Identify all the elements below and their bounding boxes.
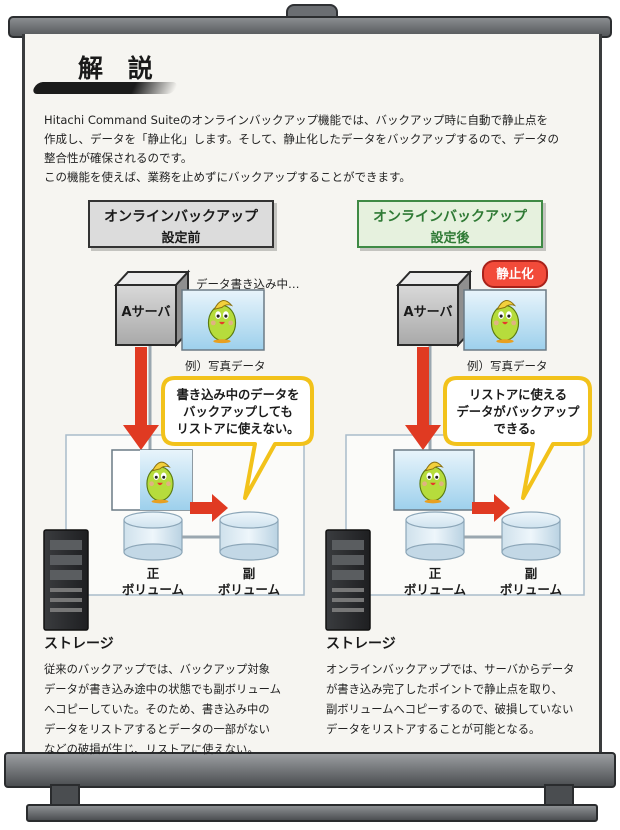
header-after-line1: オンラインバックアップ — [373, 209, 527, 225]
tower-slot — [332, 608, 364, 612]
intro-text: Hitachi Command Suiteのオンラインバックアップ機能では、バッ… — [44, 111, 584, 187]
speech-bubble-left — [161, 376, 314, 500]
paragraph-line: へコピーしていた。そのため、書き込み中の — [44, 703, 270, 716]
storage-label-right: ストレージ — [326, 636, 396, 652]
intro-line: この機能を使えば、業務を止めずにバックアップすることができます。 — [44, 170, 411, 184]
primary-volume-line2: ボリューム — [403, 582, 467, 597]
volume-bottom-secondary-left — [219, 543, 279, 561]
paragraph-line: データをリストアするとデータの一部がない — [44, 723, 270, 736]
right-diagram — [325, 269, 592, 631]
tower-bay — [50, 540, 82, 550]
volume-bottom-secondary-right — [501, 543, 561, 561]
intro-line: Hitachi Command Suiteのオンラインバックアップ機能では、バッ… — [44, 113, 548, 127]
bubble-text-left: 書き込み中のデータを バックアップしても リストアに使えない。 — [166, 387, 310, 438]
left-diagram — [43, 269, 314, 631]
secondary-volume-line1: 副 — [242, 566, 256, 581]
bubble-line: データがバックアップ — [456, 405, 580, 419]
write-arrow-head-right — [405, 425, 441, 450]
intro-line: 作成し、データを「静止化」します。そして、静止化したデータをバックアップするので… — [44, 132, 559, 146]
tower-bay — [332, 555, 364, 565]
copy-arrow-right — [472, 494, 510, 522]
paragraph-line: データが書き込み途中の状態でも副ボリューム — [44, 683, 281, 696]
secondary-volume-line2: ボリューム — [499, 582, 563, 597]
intro-line: 整合性が確保されるのです。 — [44, 151, 193, 165]
write-arrow-head-left — [123, 425, 159, 450]
header-before: オンラインバックアップ 設定前 — [88, 200, 274, 248]
tower-slot — [332, 598, 364, 602]
tower-bay — [332, 570, 364, 580]
header-before-line2: 設定前 — [161, 231, 201, 246]
header-after: オンラインバックアップ 設定後 — [357, 200, 543, 248]
paragraph-line: オンラインバックアップでは、サーバからデータ — [326, 663, 575, 676]
write-in-progress-label: データ書き込み中… — [196, 277, 300, 291]
bubble-text-right: リストアに使える データがバックアップ できる。 — [448, 387, 588, 438]
server-cube-left — [115, 284, 177, 346]
quiesce-badge: 静止化 — [482, 260, 548, 288]
tower-bay — [50, 555, 82, 565]
volume-top-secondary-left — [219, 511, 279, 529]
primary-volume-label-right: 正 ボリューム — [395, 566, 475, 598]
primary-volume-line2: ボリューム — [121, 582, 185, 597]
server-label-right: Aサーバ — [403, 305, 453, 320]
header-before-line1: オンラインバックアップ — [104, 209, 258, 225]
primary-volume-line1: 正 — [428, 566, 442, 581]
secondary-volume-line2: ボリューム — [217, 582, 281, 597]
paragraph-line: 従来のバックアップでは、バックアップ対象 — [44, 663, 270, 676]
volume-bottom-primary-right — [405, 543, 465, 561]
paragraph-line: データをリストアすることが可能となる。 — [326, 723, 541, 736]
primary-volume-label-left: 正 ボリューム — [113, 566, 193, 598]
tower-slot — [50, 608, 82, 612]
tower-bay — [332, 540, 364, 550]
volume-top-secondary-right — [501, 511, 561, 529]
secondary-volume-label-left: 副 ボリューム — [209, 566, 289, 598]
paragraph-line: が書き込み完了したポイントで静止点を取り、 — [326, 683, 563, 696]
paragraph-left: 従来のバックアップでは、バックアップ対象 データが書き込み途中の状態でも副ボリュ… — [44, 660, 306, 760]
tower-slot — [50, 588, 82, 592]
paragraph-right: オンラインバックアップでは、サーバからデータ が書き込み完了したポイントで静止点… — [326, 660, 588, 740]
bubble-line: バックアップしても — [183, 405, 293, 419]
secondary-volume-label-right: 副 ボリューム — [491, 566, 571, 598]
photo-caption-left: 例）写真データ — [185, 359, 266, 373]
paragraph-line: 副ボリュームへコピーするので、破損していない — [326, 703, 574, 716]
write-arrow-shaft-right — [417, 347, 429, 427]
secondary-volume-line1: 副 — [524, 566, 538, 581]
write-arrow-shaft-left — [135, 347, 147, 427]
tower-bay — [50, 570, 82, 580]
bubble-line: リストアに使える — [468, 388, 567, 402]
header-after-line2: 設定後 — [430, 231, 470, 246]
volume-top-primary-right — [405, 511, 465, 529]
storage-label-left: ストレージ — [44, 636, 114, 652]
tower-slot — [332, 588, 364, 592]
section-title: 解 説 — [78, 54, 161, 83]
tower-slot — [50, 598, 82, 602]
bubble-line: 書き込み中のデータを — [176, 388, 300, 402]
speech-bubble-right — [443, 376, 592, 500]
paragraph-line: などの破損が生じ、リストアに使えない。 — [44, 743, 259, 756]
stand-floor-base — [26, 804, 598, 822]
server-label-left: Aサーバ — [121, 305, 171, 320]
primary-volume-line1: 正 — [146, 566, 160, 581]
server-cube-right — [397, 284, 459, 346]
bubble-line: リストアに使えない。 — [176, 422, 300, 436]
bubble-line: できる。 — [493, 422, 543, 436]
volume-top-primary-left — [123, 511, 183, 529]
poster-stand-base — [4, 752, 616, 788]
copy-arrow-left — [190, 494, 228, 522]
volume-bottom-primary-left — [123, 543, 183, 561]
photo-caption-right: 例）写真データ — [467, 359, 548, 373]
